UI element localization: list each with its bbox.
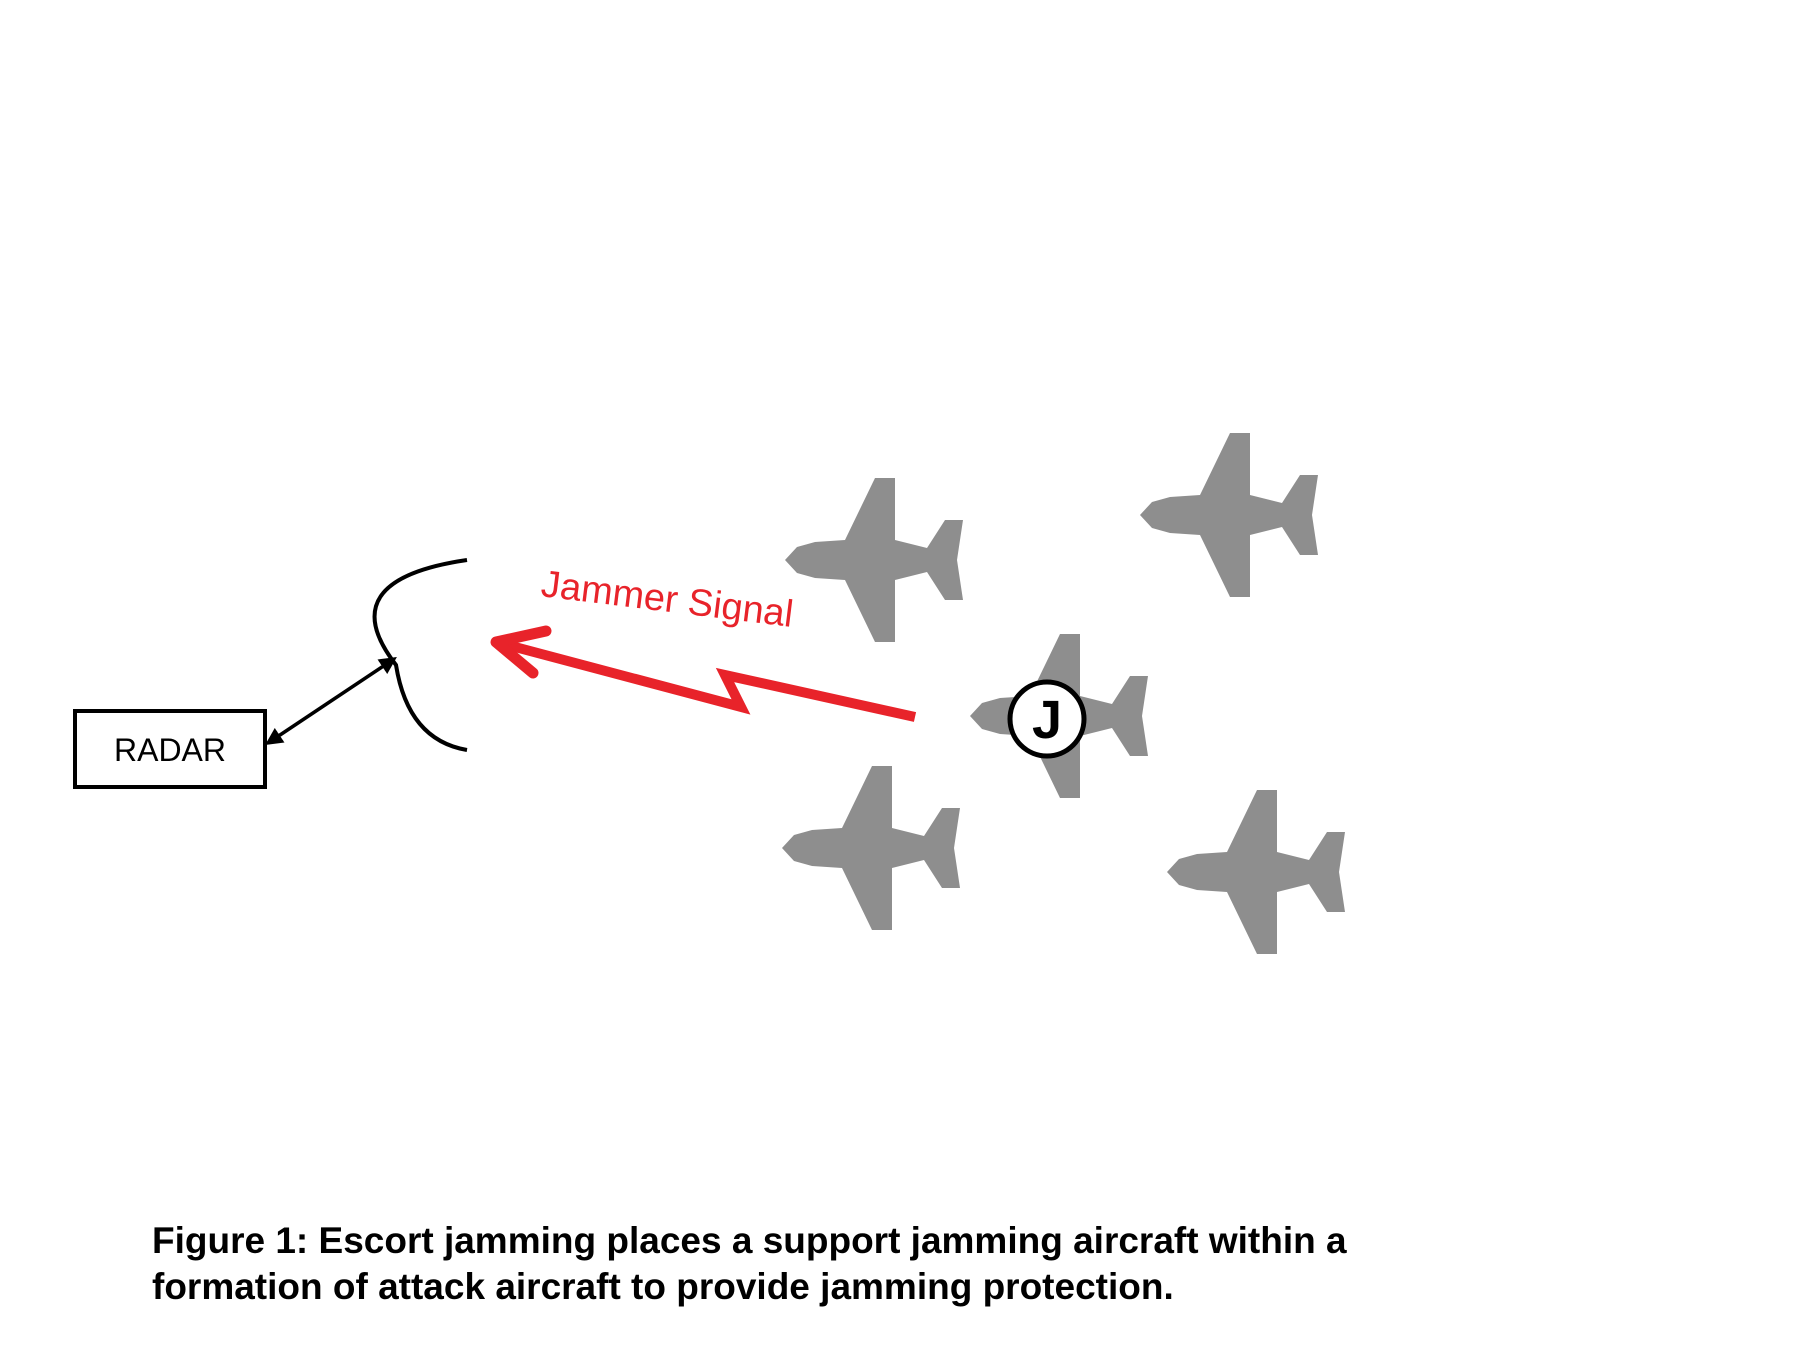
jammer-letter: J [1032,690,1062,750]
radar-label: RADAR [114,732,226,768]
aircraft-icon [1167,790,1345,954]
jammer-signal-arrowhead [490,625,552,679]
jammer-signal-line [498,638,917,722]
caption-line-2: formation of attack aircraft to provide … [152,1266,1174,1307]
jammer-signal-arrow [490,625,917,722]
radar-box [73,709,267,789]
radar-antenna-link [265,657,397,745]
jammer-badge [1007,679,1087,759]
aircraft-icon [782,766,960,930]
signal-label: Jammer Signal [539,563,796,636]
antenna-dish [372,558,468,752]
aircraft-icon [785,478,963,642]
caption-line-1: Figure 1: Escort jamming places a suppor… [152,1220,1347,1261]
aircraft-icon [1140,433,1318,597]
figure-caption: Figure 1: Escort jamming places a suppor… [152,1218,1712,1310]
radar-unit: RADAR [73,709,267,789]
jammer-marker: J [1007,679,1087,759]
